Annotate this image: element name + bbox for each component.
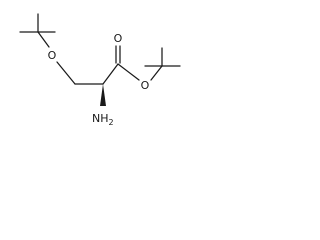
bond-carbonyl-carbon-to-ester-oxygen [117, 63, 140, 81]
ether-oxygen-label: O [48, 49, 57, 62]
carbonyl-oxygen-label: O [114, 32, 123, 45]
amine-label: NH2 [92, 112, 114, 127]
bond-alpha-carbon-to-carbonyl-carbon [102, 63, 119, 85]
right-tert-butyl-group [144, 47, 181, 67]
stereo-wedge-bond [100, 84, 106, 106]
left-tert-butyl-group [19, 13, 56, 48]
bond-left-tbu-to-ether-oxygen [37, 31, 50, 48]
bond-ester-oxygen-to-right-tbu [150, 65, 163, 81]
carbonyl-double-bond [115, 45, 121, 64]
ester-oxygen-label: O [141, 79, 150, 92]
amine-subscript: 2 [109, 118, 114, 127]
amine-element: NH [92, 112, 109, 125]
backbone [56, 61, 119, 85]
bond-ether-oxygen-to-ch2 [56, 61, 76, 85]
molecule-structure: O O O NH2 [19, 13, 181, 127]
